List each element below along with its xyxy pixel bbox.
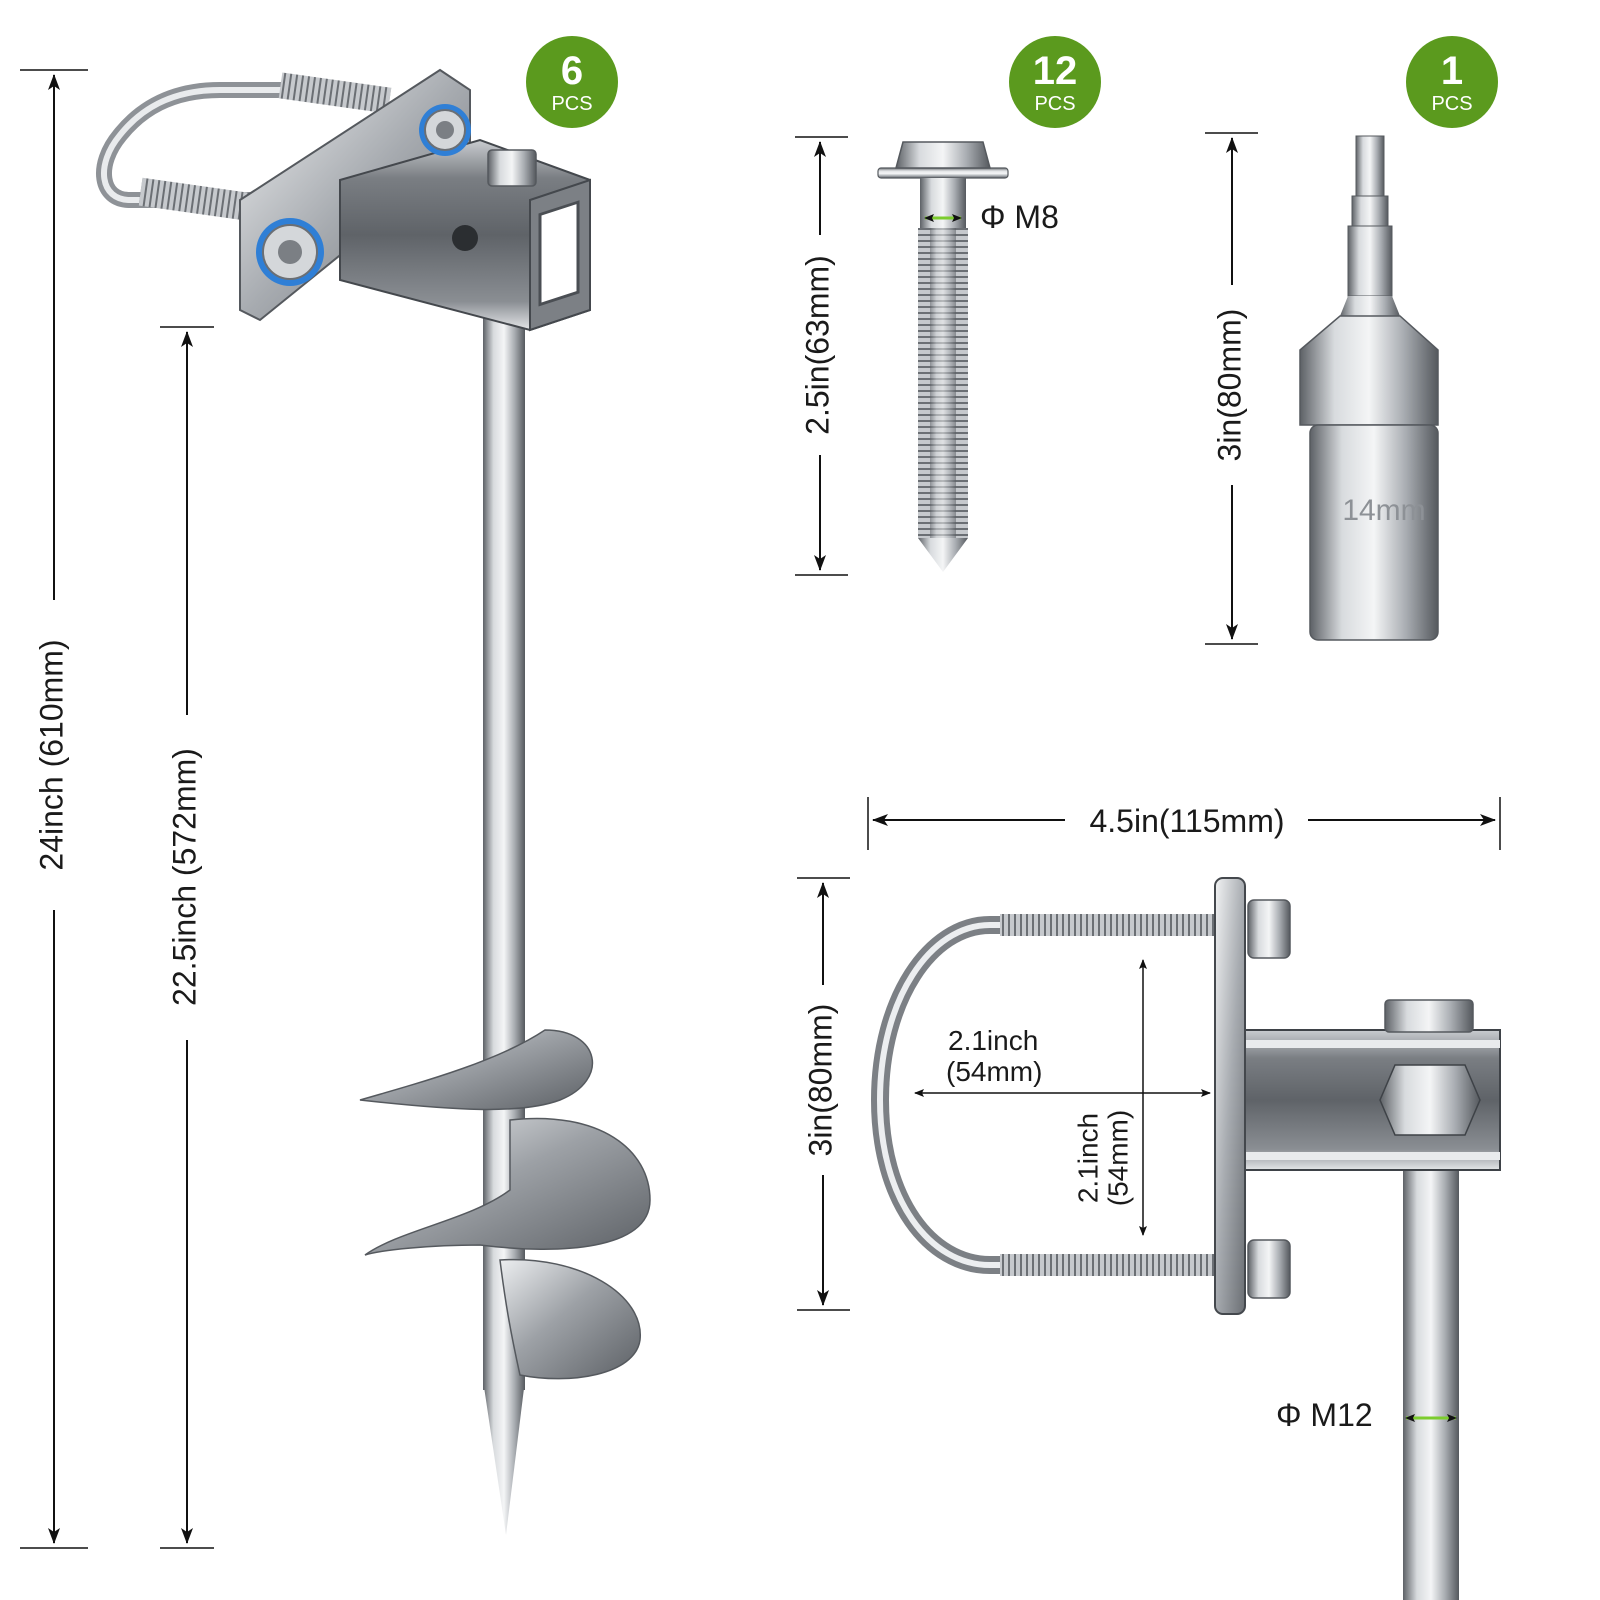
screw-quantity-badge: 12 PCS bbox=[1009, 36, 1101, 128]
anchor-shaft-length-dimension: 22.5inch (572mm) bbox=[160, 326, 214, 1549]
ground-anchor-icon bbox=[96, 68, 651, 1535]
u-bolt-bracket-icon bbox=[870, 877, 1501, 1600]
anchor-quantity-count: 6 bbox=[561, 49, 583, 93]
socket-quantity-badge: 1 PCS bbox=[1406, 36, 1498, 128]
screw-quantity-count: 12 bbox=[1033, 49, 1078, 93]
bracket-inner-width-label-line1: 2.1inch bbox=[948, 1025, 1038, 1056]
socket-size-engraving: 14mm bbox=[1342, 494, 1425, 527]
bracket-height-label: 3in(80mm) bbox=[802, 1004, 838, 1157]
screw-quantity-unit: PCS bbox=[1034, 93, 1075, 115]
anchor-total-length-dimension: 24inch (610mm) bbox=[20, 69, 88, 1549]
bracket-height-dimension: 3in(80mm) bbox=[797, 877, 850, 1311]
bracket-inner-width-label-line2: (54mm) bbox=[946, 1056, 1042, 1087]
anchor-quantity-badge: 6 PCS bbox=[526, 36, 618, 128]
lag-screw-icon bbox=[877, 141, 1009, 572]
bracket-width-label: 4.5in(115mm) bbox=[1089, 803, 1284, 839]
socket-quantity-count: 1 bbox=[1441, 49, 1463, 93]
socket-quantity-unit: PCS bbox=[1431, 93, 1472, 115]
anchor-total-length-label: 24inch (610mm) bbox=[33, 639, 69, 870]
bracket-inner-width-dimension: 2.1inch (54mm) bbox=[914, 1025, 1211, 1097]
bracket-inner-height-dimension: 2.1inch (54mm) bbox=[1072, 959, 1147, 1236]
screw-length-dimension: 2.5in(63mm) bbox=[795, 136, 848, 576]
hex-socket-icon: 14mm bbox=[1299, 135, 1439, 641]
bracket-inner-height-label-line1: 2.1inch bbox=[1072, 1113, 1103, 1203]
screw-length-label: 2.5in(63mm) bbox=[799, 255, 835, 435]
anchor-quantity-unit: PCS bbox=[551, 93, 592, 115]
bracket-inner-height-label-line2: (54mm) bbox=[1102, 1110, 1133, 1206]
bracket-width-dimension: 4.5in(115mm) bbox=[867, 797, 1501, 850]
screw-diameter-label: Φ M8 bbox=[980, 199, 1059, 235]
rod-diameter-label: Φ M12 bbox=[1276, 1397, 1373, 1433]
socket-length-dimension: 3in(80mm) bbox=[1205, 132, 1258, 645]
anchor-shaft-length-label: 22.5inch (572mm) bbox=[166, 748, 202, 1006]
socket-length-label: 3in(80mm) bbox=[1211, 309, 1247, 462]
